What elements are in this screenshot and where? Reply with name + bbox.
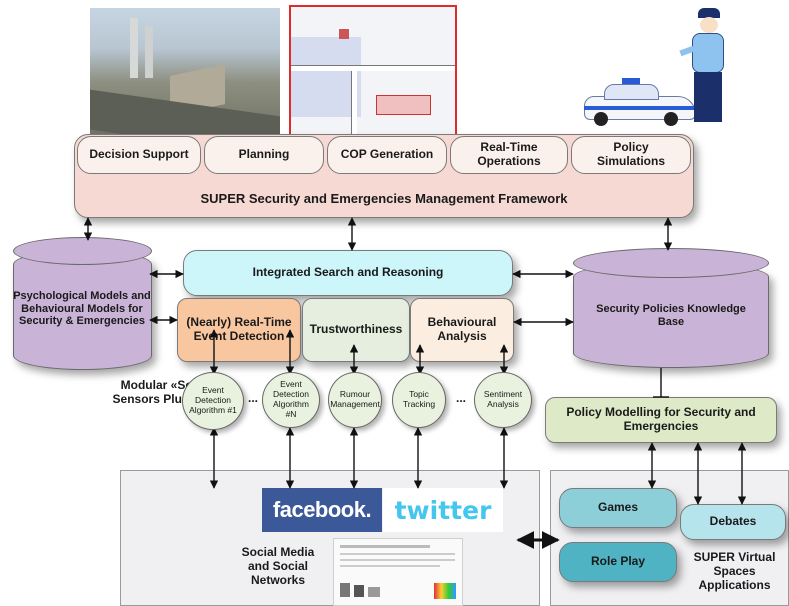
left-db-cylinder-top: [13, 237, 152, 265]
sensor-sentiment-analysis: Sentiment Analysis: [474, 372, 532, 428]
debates-app: Debates: [680, 504, 786, 540]
event-detection-module: (Nearly) Real-Time Event Detection: [177, 298, 301, 362]
sensor-ellipsis-1: ...: [247, 391, 258, 406]
tab-cop-generation: COP Generation: [327, 136, 447, 174]
games-app: Games: [559, 488, 677, 528]
behavioural-analysis-module: Behavioural Analysis: [410, 298, 514, 362]
police-car-icon: [584, 78, 696, 127]
virtual-spaces-label: SUPER Virtual Spaces Applications: [693, 550, 776, 592]
right-db-label: Security Policies Knowledge Base: [596, 303, 746, 328]
left-db-label: Psychological Models and Behavioural Mod…: [13, 290, 151, 328]
tab-policy-simulations: Policy Simulations: [571, 136, 691, 174]
sensor-event-detection-1: Event Detection Algorithm #1: [182, 372, 244, 430]
sensor-ellipsis-2: ...: [455, 391, 466, 406]
role-play-app: Role Play: [559, 542, 677, 582]
facebook-logo: facebook.: [262, 488, 382, 532]
tab-decision-support: Decision Support: [77, 136, 201, 174]
sensor-topic-tracking: Topic Tracking: [392, 372, 446, 428]
site-map-image: [289, 5, 457, 145]
right-db-cylinder-top: [573, 248, 769, 278]
framework-title: SUPER Security and Emergencies Managemen…: [200, 190, 568, 206]
sensor-event-detection-n: Event Detection Algorithm #N: [262, 372, 320, 428]
social-network-screenshot: [333, 538, 463, 606]
twitter-logo-text: twitter: [394, 495, 492, 525]
twitter-logo: twitter: [383, 488, 503, 532]
facebook-logo-text: facebook.: [272, 497, 372, 522]
left-db-cylinder: [13, 250, 152, 370]
tab-real-time-operations: Real-Time Operations: [450, 136, 568, 174]
right-db-cylinder: [573, 262, 769, 368]
sensor-rumour-management: Rumour Management: [328, 372, 382, 428]
police-officer-icon: [679, 8, 735, 126]
tab-planning: Planning: [204, 136, 324, 174]
city-3d-image: [90, 8, 280, 143]
social-media-label: Social Media and Social Networks: [241, 545, 315, 587]
